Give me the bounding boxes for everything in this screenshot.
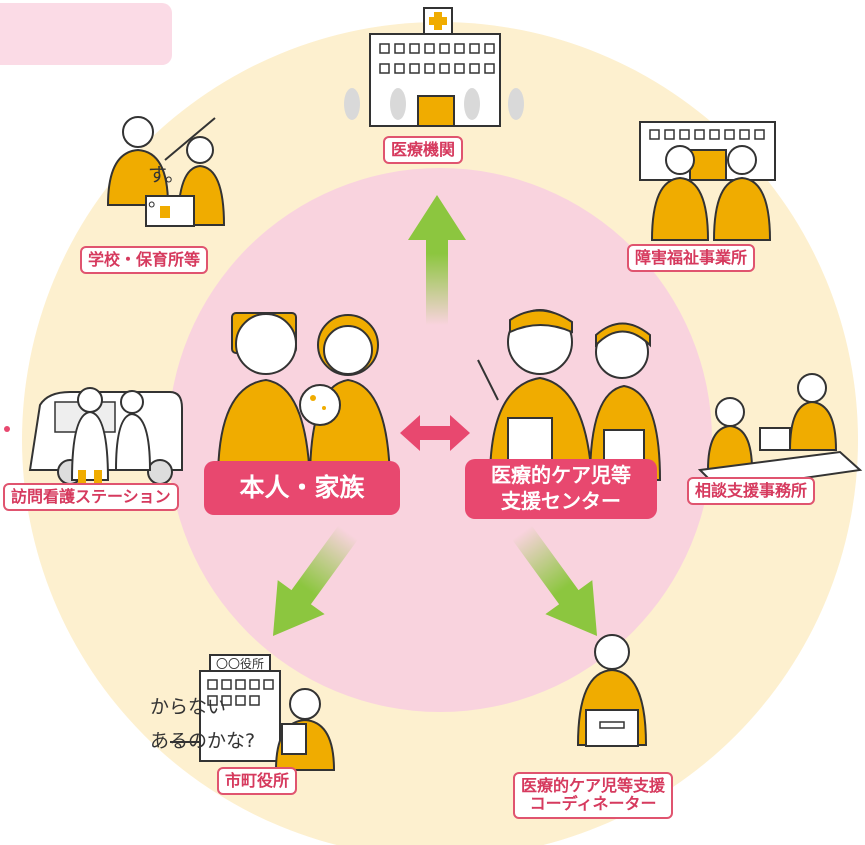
- support-center-line2: 支援センター: [501, 489, 621, 513]
- tag-coordinator-line2: コーディネーター: [529, 794, 657, 814]
- family-label: 本人・家族: [204, 461, 400, 515]
- tag-consultation-office: 相談支援事務所: [687, 477, 816, 506]
- tag-medical-institution: 医療機関: [383, 136, 464, 165]
- tag-coordinator: 医療的ケア児等支援 コーディネーター: [513, 772, 674, 819]
- welfare-facility-icon: [639, 121, 776, 241]
- family-illustration: [216, 312, 392, 481]
- building-sign: 〇〇役所: [216, 656, 264, 671]
- side-text-3: からない: [150, 696, 227, 718]
- hospital-icon: [344, 7, 524, 127]
- header-bar: [0, 3, 172, 65]
- side-text-2: 。: [148, 189, 168, 211]
- tag-visiting-nursing: 訪問看護ステーション: [3, 483, 179, 512]
- teachers-icon: [106, 116, 226, 227]
- city-hall-icon: 〇〇役所: [170, 654, 336, 771]
- side-text-1: す。: [148, 164, 185, 186]
- bullet-dot: [4, 426, 10, 432]
- bidirectional-arrow: [400, 415, 470, 451]
- consultation-icon: [697, 373, 863, 492]
- arrow-to-city-hall: [272, 525, 358, 636]
- tag-city-hall: 市町役所: [217, 767, 298, 796]
- tag-disability-welfare: 障害福祉事業所: [627, 244, 756, 273]
- arrow-to-medical: [408, 195, 466, 325]
- coordinator-icon: [576, 634, 648, 747]
- tag-school: 学校・保育所等: [80, 246, 209, 275]
- side-text-4: あるのかな?: [150, 730, 256, 752]
- nursing-car-icon: [28, 387, 183, 486]
- support-center-label: 医療的ケア児等 支援センター: [465, 459, 657, 519]
- support-center-line1: 医療的ケア児等: [491, 463, 631, 487]
- arrow-to-coordinator: [512, 525, 598, 636]
- tag-coordinator-line1: 医療的ケア児等支援: [521, 776, 666, 795]
